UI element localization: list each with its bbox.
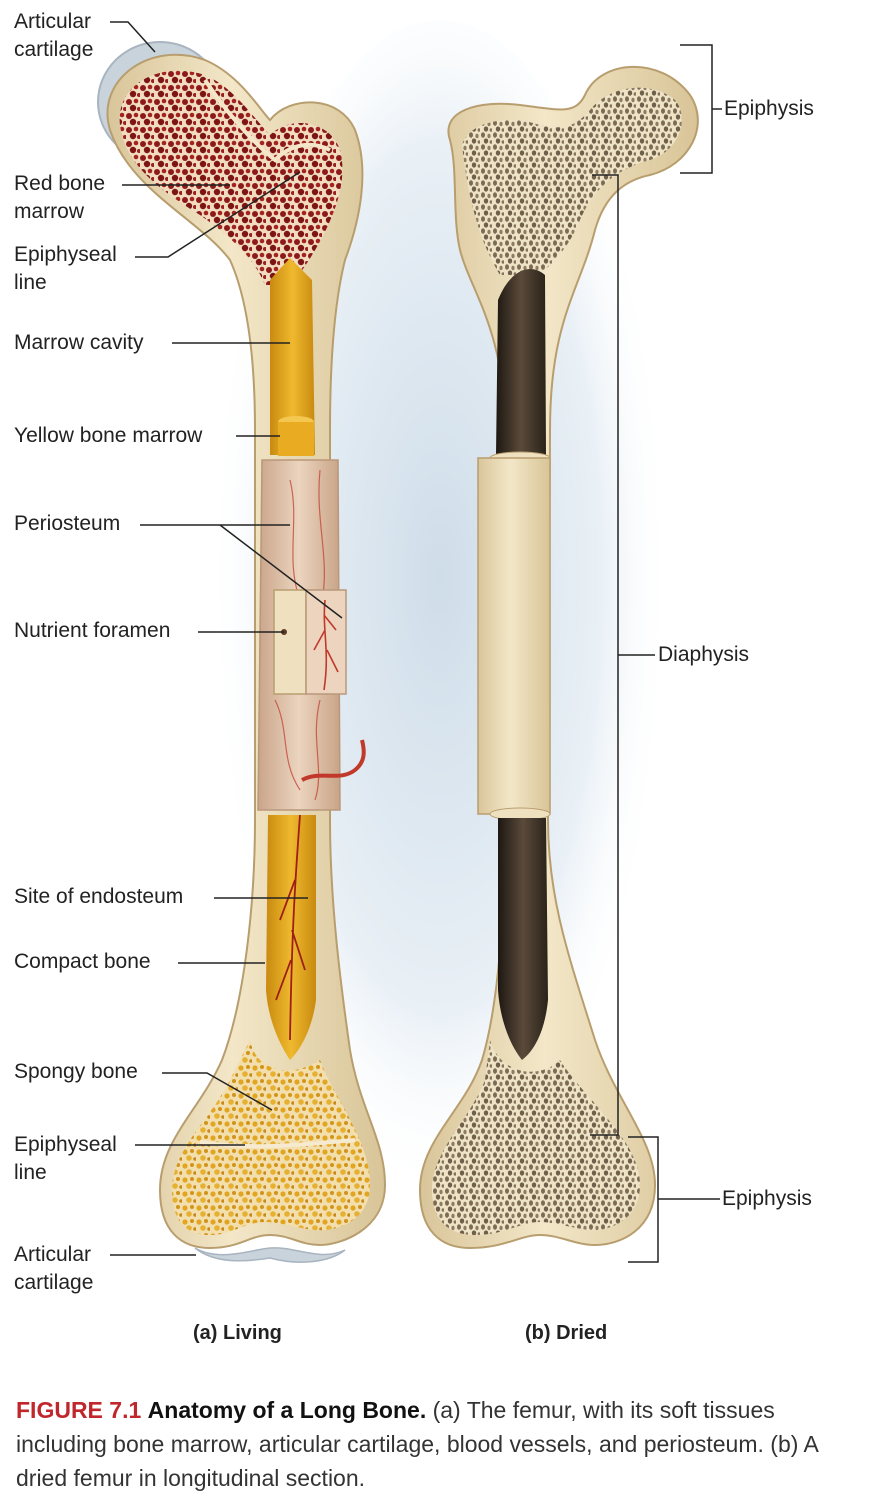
panel-label-dried: (b) Dried (525, 1322, 608, 1344)
label-diaphysis: Diaphysis (658, 643, 750, 666)
label-marrow-cavity: Marrow cavity (14, 331, 144, 354)
dried-cavity-upper (496, 268, 546, 455)
epiphyseal-line-bottom (199, 1138, 356, 1149)
dried-spongy-head (462, 87, 682, 275)
figure-caption: FIGURE 7.1 Anatomy of a Long Bone. (a) T… (16, 1393, 856, 1495)
dried-cavity-lower (498, 818, 548, 1060)
yellow-marrow-plug (278, 422, 314, 456)
yellow-marrow-lower (266, 815, 316, 1060)
label-nutrient-foramen: Nutrient foramen (14, 619, 171, 642)
label-epiphysis-bottom: Epiphysis (722, 1187, 812, 1210)
label-compact-bone: Compact bone (14, 950, 151, 973)
dried-femur (418, 65, 699, 1250)
articular-cartilage-bottom (194, 1247, 346, 1263)
epiphyseal-line-top (203, 78, 331, 163)
label-spongy-bone: Spongy bone (14, 1060, 138, 1083)
endosteum-vessels (275, 814, 306, 1041)
nutrient-window-bone (273, 589, 307, 695)
dried-shaft-solid (477, 457, 551, 815)
femur-diagram (97, 20, 722, 1263)
figure-number: FIGURE 7.1 (16, 1397, 142, 1423)
leader-lines-left (110, 21, 343, 1256)
dried-spongy-distal (432, 1040, 640, 1235)
label-epiphysis-top: Epiphysis (724, 97, 814, 120)
yellow-marrow-upper (270, 258, 315, 455)
brackets-right (590, 44, 722, 1263)
figure-caption-text: (a) The femur, with its soft tissues inc… (16, 1397, 818, 1491)
spongy-bone-distal (172, 1040, 370, 1235)
figure-title: Anatomy of a Long Bone. (147, 1397, 427, 1423)
panel-label-living: (a) Living (193, 1322, 282, 1344)
nutrient-artery (301, 739, 366, 782)
label-periosteum: Periosteum (14, 512, 121, 535)
periosteum-vessels (274, 469, 325, 801)
label-site-of-endosteum: Site of endosteum (14, 885, 184, 908)
red-marrow-region (119, 70, 343, 285)
nutrient-vessels (313, 599, 339, 691)
living-femur (97, 41, 387, 1263)
label-yellow-bone-marrow: Yellow bone marrow (14, 424, 203, 447)
